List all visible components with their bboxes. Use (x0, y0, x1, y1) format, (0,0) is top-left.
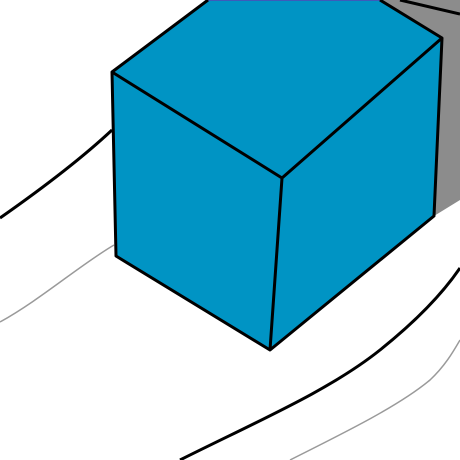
road-curve-lower-thin (0, 244, 115, 323)
gray-block-edge (399, 0, 460, 16)
road-curve-right-thin (289, 339, 460, 460)
road-curve-upper (0, 128, 114, 220)
cube-outline (110, 0, 444, 352)
gray-block (380, 0, 460, 216)
road-curve-right (179, 267, 460, 460)
